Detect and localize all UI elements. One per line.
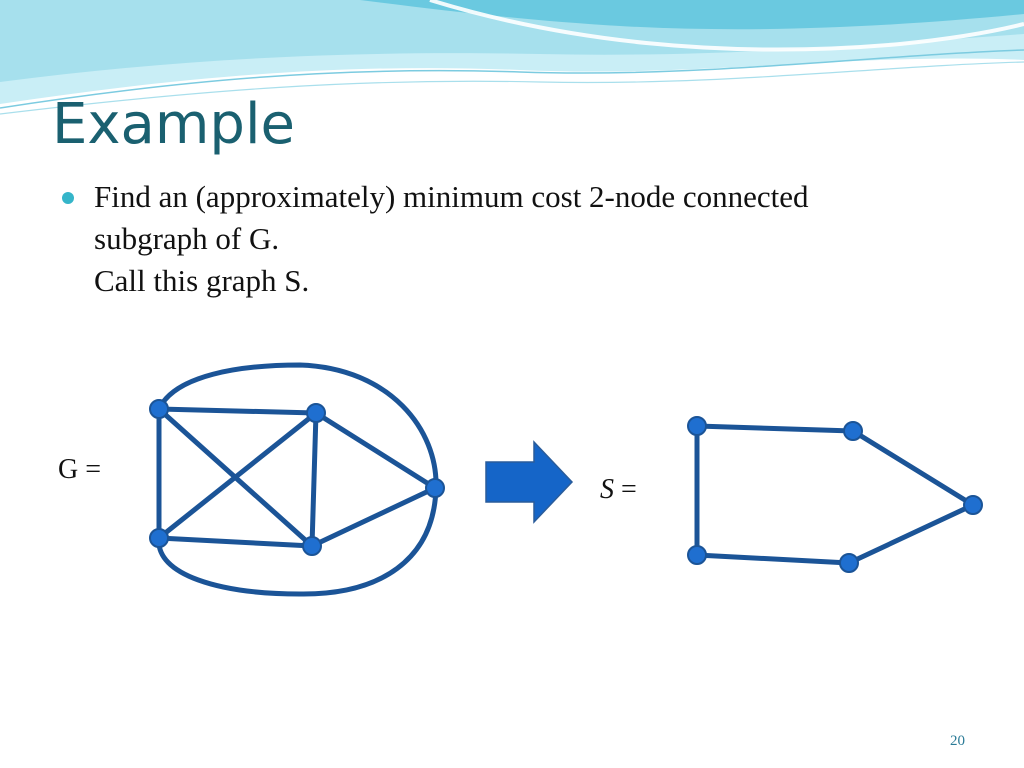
- arrow-shape: [485, 440, 574, 524]
- graph-g-edge: [156, 535, 315, 549]
- graph-g-edge: [156, 410, 319, 541]
- bullet-line-2: subgraph of G.: [94, 221, 280, 256]
- slide-title: Example: [52, 92, 295, 157]
- graph-g-edge: [309, 485, 438, 549]
- bullet-item: Find an (approximately) minimum cost 2-n…: [62, 176, 982, 302]
- graph-s-node: [963, 495, 983, 515]
- bullet-list: Find an (approximately) minimum cost 2-n…: [62, 176, 982, 302]
- graph-s-label-symbol: S: [600, 474, 614, 505]
- header-wave-band-dark: [360, 0, 1024, 30]
- bullet-line-1: Find an (approximately) minimum cost 2-n…: [94, 179, 809, 214]
- bullet-line-3: Call this graph S.: [94, 263, 310, 298]
- slide-number: 20: [950, 733, 965, 749]
- bullet-dot-icon: [62, 192, 74, 204]
- graph-s-node: [843, 421, 863, 441]
- graph-g-node: [302, 536, 322, 556]
- graph-g-edge: [309, 410, 319, 549]
- graph-g-node: [425, 478, 445, 498]
- graph-g-edge: [156, 406, 319, 416]
- header-wave-line-1: [0, 49, 1024, 109]
- graph-s-edge: [846, 502, 976, 566]
- header-wave-decoration: [0, 0, 1024, 115]
- graph-g-edge: [313, 410, 438, 491]
- graph-g-node: [306, 403, 326, 423]
- header-wave-white-curve: [429, 0, 1024, 52]
- header-wave-line-2: [0, 61, 1024, 115]
- graph-g-node: [149, 399, 169, 419]
- graph-s-node: [687, 416, 707, 436]
- graph-g-label: G =: [58, 454, 102, 485]
- graph-s-edge: [694, 423, 856, 434]
- graph-s-label: S =: [600, 474, 637, 506]
- graph-s-edge: [850, 428, 976, 508]
- graph-g-node: [149, 528, 169, 548]
- graph-s-node: [687, 545, 707, 565]
- graph-s-edge: [694, 552, 852, 566]
- graph-s-node: [839, 553, 859, 573]
- graph-s-label-equals: =: [614, 474, 637, 505]
